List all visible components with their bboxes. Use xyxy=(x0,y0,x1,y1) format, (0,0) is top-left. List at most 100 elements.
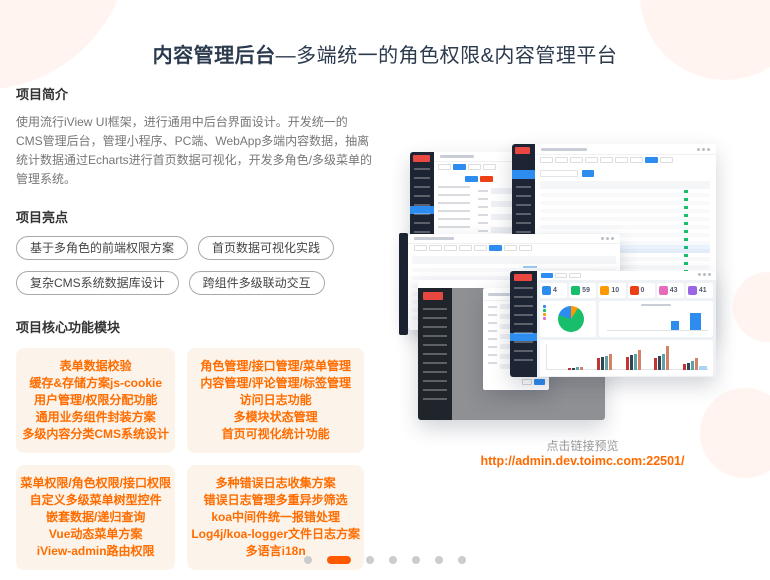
mini-bar xyxy=(690,313,701,330)
grouped-bar-chart-panel xyxy=(540,340,713,376)
mini-breadcrumb xyxy=(414,237,454,240)
module-line: 自定义多级菜单树型控件 xyxy=(29,493,162,507)
mini-tabs xyxy=(414,245,532,251)
mini-cancel-button xyxy=(522,379,532,385)
carousel-dot-4[interactable] xyxy=(389,556,397,564)
module-line: 多模块状态管理 xyxy=(233,410,318,424)
carousel-dot-3[interactable] xyxy=(366,556,374,564)
mini-window-controls xyxy=(697,148,710,151)
mini-logo xyxy=(515,147,530,154)
stat-icon xyxy=(658,286,668,295)
chart-panels xyxy=(540,301,713,337)
highlights-heading: 项目亮点 xyxy=(16,210,69,225)
stat-value: 43 xyxy=(669,287,678,294)
preview-caption: 点击链接预览 xyxy=(546,439,619,453)
highlight-pill: 跨组件多级联动交互 xyxy=(188,271,325,295)
mini-tabs xyxy=(438,164,496,170)
module-box-2: 角色管理/接口管理/菜单管理 内容管理/评论管理/标签管理 访问日志功能 多模块… xyxy=(187,348,364,453)
module-line: koa中间件统一报错处理 xyxy=(211,510,340,524)
page-title-rest: —多端统一的角色权限&内容管理平台 xyxy=(275,45,618,68)
stat-value: 59 xyxy=(582,287,590,294)
highlight-pill: 首页数据可视化实践 xyxy=(198,236,335,260)
carousel-dot-1[interactable] xyxy=(304,556,312,564)
carousel-dot-7[interactable] xyxy=(458,556,466,564)
mini-search-input xyxy=(540,170,578,177)
mini-form-labels xyxy=(488,306,497,370)
stat-card: 4 xyxy=(540,283,568,298)
module-line: 内容管理/评论管理/标签管理 xyxy=(200,376,351,390)
module-grid: 表单数据校验 缓存&存储方案js-cookie 用户管理/权限分配功能 通用业务… xyxy=(16,348,364,570)
mini-chart-title xyxy=(641,304,671,306)
carousel-dot-2-active[interactable] xyxy=(327,556,351,564)
module-line: 角色管理/接口管理/菜单管理 xyxy=(200,359,351,373)
mini-header xyxy=(535,144,716,155)
stat-card: 43 xyxy=(656,283,684,298)
pie-chart-panel xyxy=(540,301,596,337)
stat-icon xyxy=(629,286,639,295)
mini-axis xyxy=(607,330,708,331)
stat-value: 10 xyxy=(611,287,620,294)
mini-dashboard: 4 59 10 0 43 xyxy=(537,280,716,377)
module-line: 首页可视化统计功能 xyxy=(221,427,330,441)
mini-sidebar xyxy=(510,271,537,377)
mini-header xyxy=(434,152,535,162)
preview-link[interactable]: http://admin.dev.toimc.com:22501/ xyxy=(480,454,685,468)
pie-legend xyxy=(543,305,546,321)
carousel-dots xyxy=(0,556,770,564)
module-line: 多级内容分类CMS系统设计 xyxy=(22,427,169,441)
mini-y-axis xyxy=(546,344,547,370)
mini-sidebar xyxy=(418,288,452,420)
intro-heading: 项目简介 xyxy=(16,87,69,102)
stat-value: 41 xyxy=(698,287,707,294)
mini-confirm-button xyxy=(534,379,545,385)
module-box-3: 菜单权限/角色权限/接口权限 自定义多级菜单树型控件 嵌套数据/递归查询 Vue… xyxy=(16,465,176,570)
stat-card: 10 xyxy=(598,283,626,298)
modules-heading: 项目核心功能模块 xyxy=(16,320,121,335)
grouped-bars xyxy=(568,346,707,370)
mini-blue-button xyxy=(465,176,478,182)
carousel-dot-5[interactable] xyxy=(412,556,420,564)
highlight-pill: 复杂CMS系统数据库设计 xyxy=(16,271,179,295)
module-line: 缓存&存储方案js-cookie xyxy=(29,376,162,390)
carousel-dot-6[interactable] xyxy=(435,556,443,564)
project-details: 项目简介 使用流行iView UI框架，进行通用中后台界面设计。开发统一的CMS… xyxy=(16,84,378,570)
mini-table-header xyxy=(412,256,616,264)
module-box-4: 多种错误日志收集方案 错误日志管理多重异步筛选 koa中间件统一报错处理 Log… xyxy=(187,465,364,570)
mini-window-controls xyxy=(601,237,614,240)
page-title: 内容管理后台—多端统一的角色权限&内容管理平台 xyxy=(0,39,770,68)
stat-value: 4 xyxy=(553,287,557,294)
mini-breadcrumb xyxy=(541,148,587,151)
mini-logo xyxy=(514,274,532,281)
module-line: 表单数据校验 xyxy=(59,359,132,373)
stat-icon xyxy=(542,286,551,295)
mini-breadcrumb xyxy=(440,155,474,158)
screenshot-window-dashboard: 4 59 10 0 43 xyxy=(510,271,716,377)
stat-icon xyxy=(600,286,610,295)
module-line: 访问日志功能 xyxy=(239,393,312,407)
mini-tabs xyxy=(540,157,673,163)
module-line: 用户管理/权限分配功能 xyxy=(33,393,158,407)
mini-red-button xyxy=(480,176,493,182)
module-line: 菜单权限/角色权限/接口权限 xyxy=(20,476,171,490)
mini-status-dots xyxy=(684,190,688,276)
stat-cards: 4 59 10 0 43 xyxy=(540,283,714,298)
mini-active-item xyxy=(510,333,537,341)
mini-menu-lines xyxy=(423,308,447,403)
highlight-pills: 基于多角色的前端权限方案 首页数据可视化实践 复杂CMS系统数据库设计 跨组件多… xyxy=(16,236,346,295)
mini-menu-lines xyxy=(514,287,533,367)
mini-bar xyxy=(671,321,679,330)
highlight-pill: 基于多角色的前端权限方案 xyxy=(16,236,189,260)
module-line: 多种错误日志收集方案 xyxy=(215,476,336,490)
module-line: 嵌套数据/递归查询 xyxy=(45,510,146,524)
module-line: 错误日志管理多重异步筛选 xyxy=(203,493,348,507)
bar-chart-panel xyxy=(599,301,713,337)
mini-row-highlight xyxy=(540,245,710,253)
stat-card: 59 xyxy=(569,283,597,298)
intro-text: 使用流行iView UI框架，进行通用中后台界面设计。开发统一的CMS管理后台，… xyxy=(16,115,373,186)
screenshot-window-sliver xyxy=(399,233,408,335)
mini-tabs xyxy=(541,273,581,278)
module-line: 多语言i18n xyxy=(245,544,306,558)
module-line: 通用业务组件封装方案 xyxy=(35,410,156,424)
stat-value: 0 xyxy=(640,287,645,294)
module-line: iView-admin路由权限 xyxy=(36,544,155,558)
